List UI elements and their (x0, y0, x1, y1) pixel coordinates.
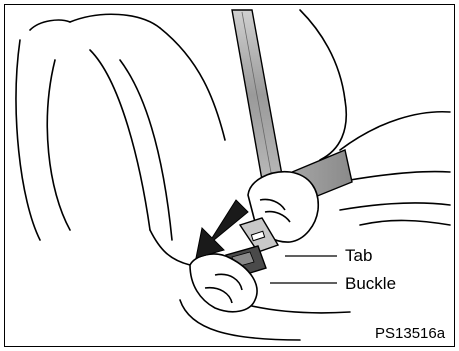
shoulder-belt (232, 10, 282, 180)
figure-code: PS13516a (375, 326, 445, 341)
buckle-label: Buckle (345, 275, 396, 292)
insert-arrow-icon (196, 200, 248, 258)
leader-lines (270, 256, 337, 283)
tab-label: Tab (345, 247, 372, 264)
